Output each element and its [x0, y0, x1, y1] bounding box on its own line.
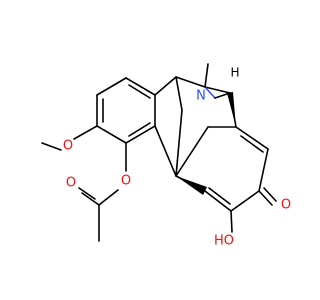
hydroxyl-bond	[230, 210, 233, 233]
stereo-hydrogen-label: H	[230, 66, 239, 80]
aromatic-ring	[96, 77, 156, 144]
hydroxyl-label: HO	[214, 234, 234, 249]
ketone-oxygen-label: O	[281, 198, 291, 213]
dienone-ring	[154, 125, 269, 212]
bridge-bonds	[154, 63, 237, 177]
methoxy-oxygen-label: O	[63, 139, 73, 154]
structural-formula: O HO O O O N H	[41, 63, 291, 249]
nitrogen-label: N	[196, 89, 206, 104]
methoxy-group	[41, 125, 98, 151]
ketone-bond	[258, 187, 277, 206]
ester-oxygen-label: O	[121, 174, 131, 189]
stereo-wedge	[227, 92, 236, 127]
stereo-wedge	[176, 176, 207, 195]
carbonyl-oxygen-label: O	[66, 176, 76, 191]
acetate-group	[78, 142, 127, 242]
